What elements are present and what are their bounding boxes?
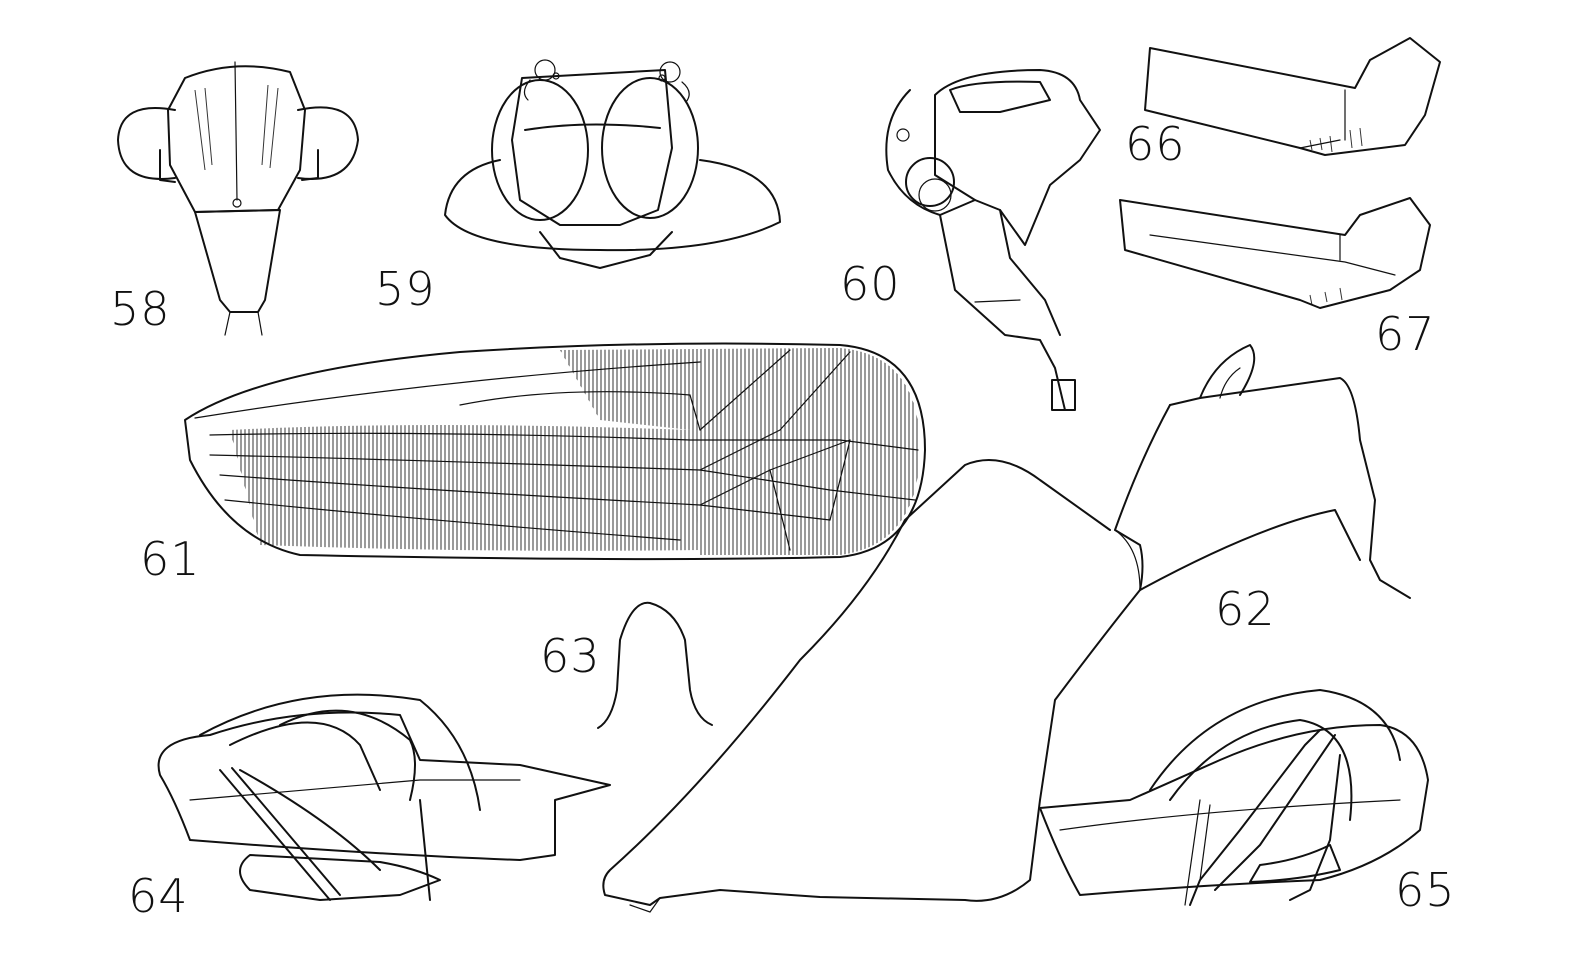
figure-60-label: 60 <box>840 257 901 311</box>
figure-67-drawing <box>1119 197 1431 309</box>
figure-58-label: 58 <box>110 282 171 336</box>
figure-66-label: 66 <box>1125 117 1186 171</box>
figure-59-label: 59 <box>375 262 436 316</box>
figure-64-label: 64 <box>128 869 189 923</box>
figure-67-label: 67 <box>1375 307 1436 361</box>
figure-62-drawing <box>602 344 1411 913</box>
figure-58-drawing <box>117 61 359 336</box>
figure-61-label: 61 <box>140 532 201 586</box>
figure-65-label: 65 <box>1395 863 1456 917</box>
figure-65-drawing <box>1039 689 1429 906</box>
figure-60-drawing <box>885 69 1101 411</box>
figure-63-drawing <box>597 601 713 729</box>
figure-62-label: 62 <box>1215 582 1276 636</box>
figure-64-drawing <box>157 693 611 901</box>
figure-61-drawing <box>184 342 926 561</box>
figure-59-drawing <box>444 59 781 269</box>
figure-66-drawing <box>1144 37 1441 156</box>
figure-63-label: 63 <box>540 629 601 683</box>
